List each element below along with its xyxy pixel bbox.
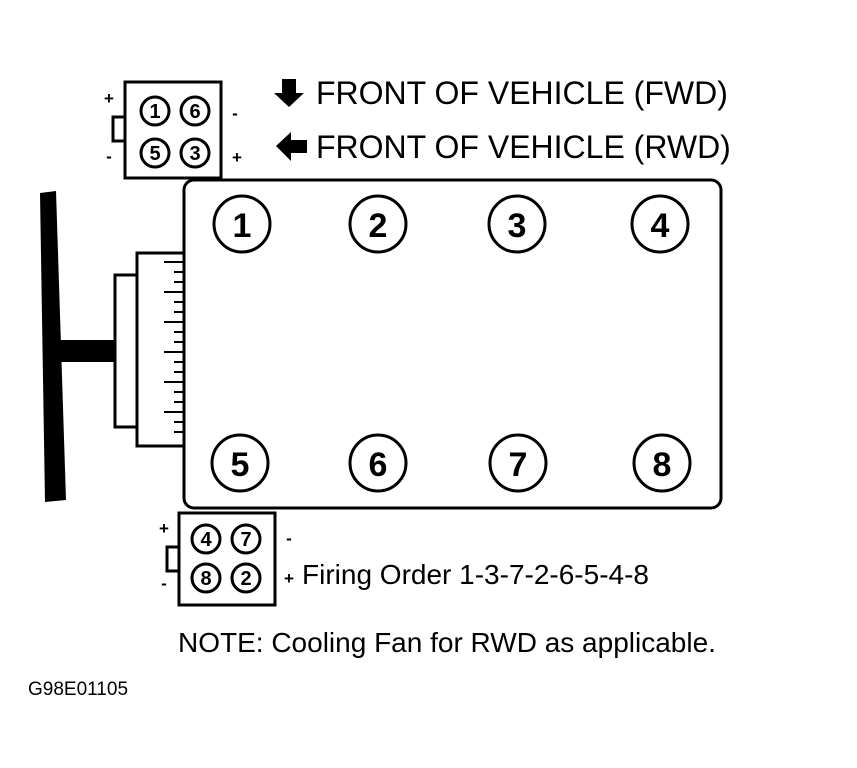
coil-top-polarity-tr: - — [232, 104, 238, 123]
cylinder-5: 5 — [210, 433, 270, 493]
coil-bottom-polarity-tr: - — [286, 529, 292, 548]
balancer-timing-marks — [164, 261, 184, 433]
coil-bottom-polarity-br: + — [284, 569, 294, 588]
cylinder-4: 4 — [630, 194, 690, 254]
arrow-left-icon — [276, 132, 307, 161]
svg-text:7: 7 — [240, 529, 251, 551]
coil-top-terminal-6: 6 — [179, 95, 211, 127]
svg-text:2: 2 — [240, 568, 251, 590]
cylinder-4-label: 4 — [651, 207, 670, 245]
svg-text:1: 1 — [149, 101, 160, 123]
coil-top-terminal-5: 5 — [139, 137, 171, 169]
svg-text:5: 5 — [149, 143, 160, 165]
cylinder-6-label: 6 — [369, 446, 388, 484]
coil-top-terminal-1: 1 — [139, 95, 171, 127]
svg-text:6: 6 — [189, 101, 200, 123]
cylinder-7: 7 — [488, 433, 548, 493]
svg-text:4: 4 — [200, 529, 212, 551]
coil-top-polarity-tl: + — [104, 89, 114, 108]
svg-text:8: 8 — [200, 568, 211, 590]
note-text: NOTE: Cooling Fan for RWD as applicable. — [178, 627, 716, 658]
cylinder-2-label: 2 — [369, 207, 388, 245]
figure-id: G98E01105 — [28, 679, 128, 700]
coil-top-terminal-3: 3 — [179, 137, 211, 169]
cylinder-6: 6 — [348, 433, 408, 493]
engine-block — [182, 178, 723, 510]
cylinder-8: 8 — [632, 433, 692, 493]
coil-bottom-polarity-bl: - — [161, 574, 167, 593]
fan-shaft — [48, 340, 118, 362]
arrow-down-icon — [274, 79, 304, 107]
cylinder-1-label: 1 — [233, 207, 252, 245]
coil-bottom-polarity-tl: + — [159, 519, 169, 538]
cylinder-8-label: 8 — [653, 446, 672, 484]
coil-bottom-terminal-8: 8 — [190, 562, 222, 594]
legend-rwd: FRONT OF VEHICLE (RWD) — [316, 129, 731, 165]
coil-bottom-terminal-4: 4 — [190, 523, 222, 555]
coil-pack-bottom: 4 7 8 2 + - - + — [159, 511, 294, 607]
legend-fwd: FRONT OF VEHICLE (FWD) — [316, 75, 728, 111]
coil-bottom-terminal-7: 7 — [230, 523, 262, 555]
svg-text:3: 3 — [189, 143, 200, 165]
cylinder-5-label: 5 — [231, 446, 250, 484]
cylinder-2: 2 — [348, 194, 408, 254]
cylinder-3: 3 — [487, 194, 547, 254]
firing-order: Firing Order 1-3-7-2-6-5-4-8 — [302, 559, 649, 590]
coil-top-polarity-br: + — [232, 148, 242, 167]
cylinder-7-label: 7 — [509, 446, 528, 484]
coil-bottom-terminal-2: 2 — [230, 562, 262, 594]
coil-top-polarity-bl: - — [106, 147, 112, 166]
cylinder-3-label: 3 — [508, 207, 527, 245]
coil-pack-top: 1 6 5 3 + - - + — [104, 80, 242, 180]
cylinder-1: 1 — [212, 194, 272, 254]
harmonic-balancer — [135, 251, 186, 448]
